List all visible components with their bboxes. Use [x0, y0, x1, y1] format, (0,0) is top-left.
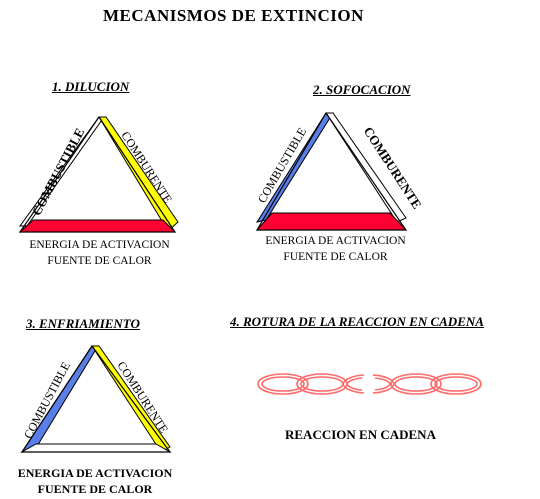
chain-link-broken-left: [342, 374, 365, 394]
fire-triangle-1: [18, 116, 179, 233]
section-heading-dilucion: 1. DILUCION: [52, 79, 130, 94]
triangle-2-right-side: [325, 112, 407, 223]
fire-triangle-3: [20, 345, 172, 453]
triangle-1-energy-label: ENERGIA DE ACTIVACION FUENTE DE CALOR: [17, 237, 182, 269]
energy-line-2: FUENTE DE CALOR: [47, 255, 152, 267]
triangle-3-bottom-side: [20, 443, 172, 453]
triangle-1-bottom-side: [18, 219, 177, 233]
chain-link: [257, 373, 309, 395]
energy-line-1: ENERGIA DE ACTIVACION: [265, 235, 406, 247]
energy-line-1: ENERGIA DE ACTIVACION: [17, 466, 173, 480]
chain-link-broken-right: [372, 374, 395, 394]
triangle-1-right-side: [98, 116, 179, 232]
triangle-2-bottom-side: [255, 212, 408, 231]
section-heading-sofocacion: 2. SOFOCACION: [313, 82, 411, 97]
chain-reaction-caption: REACCION EN CADENA: [285, 427, 436, 442]
page-title: MECANISMOS DE EXTINCION: [103, 6, 364, 25]
triangle-3-energy-label: ENERGIA DE ACTIVACION FUENTE DE CALOR: [10, 465, 180, 497]
section-heading-enfriamiento: 3. ENFRIAMIENTO: [26, 316, 140, 331]
chain-link: [430, 373, 482, 395]
section-heading-rotura: 4. ROTURA DE LA REACCION EN CADENA: [230, 314, 484, 329]
triangle-2-energy-label: ENERGIA DE ACTIVACION FUENTE DE CALOR: [253, 233, 418, 265]
energy-line-1: ENERGIA DE ACTIVACION: [29, 239, 170, 251]
fire-triangle-2: [255, 112, 408, 231]
chain-link: [390, 373, 442, 395]
energy-line-2: FUENTE DE CALOR: [283, 251, 388, 263]
energy-line-2: FUENTE DE CALOR: [37, 482, 153, 496]
broken-chain: [257, 373, 482, 395]
